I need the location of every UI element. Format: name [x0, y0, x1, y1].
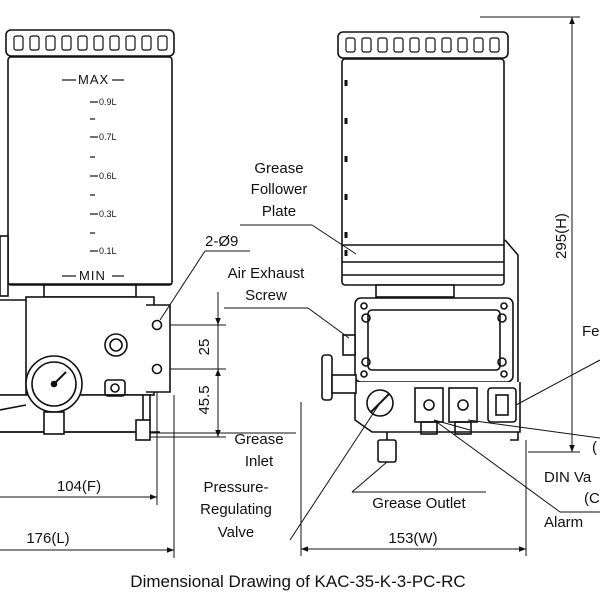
reservoir-neck [43, 284, 137, 298]
label-grease-outlet: Grease Outlet [372, 495, 466, 512]
grease-inlet-fitting [135, 419, 151, 441]
feed-indicator [487, 387, 517, 423]
regulating-knob-icon [366, 389, 394, 417]
cap-grip-ridges-front [13, 35, 168, 51]
screw-icon [497, 357, 507, 367]
label-grease-follower-plate-2: Follower [251, 181, 308, 198]
label-pressure-valve-2: Regulating [200, 501, 272, 518]
screw-icon [361, 357, 371, 367]
drawing-caption: Dimensional Drawing of KAC-35-K-3-PC-RC [130, 572, 465, 591]
cap-grip-ridges-side [345, 37, 500, 53]
label-pressure-valve-1: Pressure- [203, 479, 268, 496]
label-din-valve-partial-2: (C [584, 490, 600, 507]
din-connector-1 [414, 387, 444, 423]
scale-mark-0-6: 0.6L [99, 171, 117, 181]
side-view [321, 31, 521, 463]
label-grease-inlet-1: Grease [234, 431, 283, 448]
dim-base-width: 104(F) [57, 478, 101, 495]
scale-mark-0-7: 0.7L [99, 132, 117, 142]
hex-plug-icon [104, 333, 128, 357]
side-gauge [321, 354, 333, 401]
scale-min-label: MIN [79, 268, 106, 283]
mount-hole-upper [151, 319, 163, 331]
reservoir-side [341, 58, 505, 286]
scale-mark-0-3: 0.3L [99, 209, 117, 219]
mounting-flange [146, 304, 171, 393]
label-alarm-partial: Alarm [544, 514, 583, 531]
label-paren-partial: ( [592, 439, 597, 456]
label-grease-follower-plate-3: Plate [262, 203, 296, 220]
dim-height: 295(H) [553, 213, 570, 259]
label-pressure-valve-3: Valve [218, 524, 254, 541]
label-grease-inlet-2: Inlet [245, 453, 274, 470]
din-connector-2 [448, 387, 478, 423]
dim-width: 153(W) [388, 530, 437, 547]
dim-hole-to-inlet: 45.5 [196, 385, 213, 414]
label-air-exhaust-screw-1: Air Exhaust [228, 265, 306, 282]
leader-lines [150, 224, 600, 541]
dim-hole-spacing: 25 [196, 339, 213, 356]
grease-outlet-fitting [377, 439, 397, 463]
reservoir-scale [62, 79, 124, 277]
reservoir-cap-front [5, 29, 175, 57]
scale-mark-0-9: 0.9L [99, 97, 117, 107]
mount-hole-lower [151, 363, 163, 375]
screw-icon [361, 313, 371, 323]
dim-length: 176(L) [26, 530, 69, 547]
front-view [0, 29, 175, 441]
dimension-lines [0, 16, 580, 558]
small-plug [104, 379, 126, 397]
label-fe-partial: Fe [582, 323, 600, 340]
screw-icon [497, 313, 507, 323]
dimension-labels: 295(H) 25 45.5 104(F) 176(L) 153(W) [26, 213, 570, 547]
scale-max-label: MAX [78, 72, 109, 87]
label-mounting-holes: 2-Ø9 [205, 233, 238, 250]
side-bracket [504, 239, 519, 441]
label-grease-follower-plate-1: Grease [254, 160, 303, 177]
label-din-valve-partial-1: DIN Va [544, 469, 592, 486]
scale-mark-0-1: 0.1L [99, 246, 117, 256]
callout-labels: Grease Follower Plate 2-Ø9 Air Exhaust S… [200, 160, 600, 541]
air-exhaust-screw-icon [342, 334, 356, 356]
label-air-exhaust-screw-2: Screw [245, 287, 287, 304]
